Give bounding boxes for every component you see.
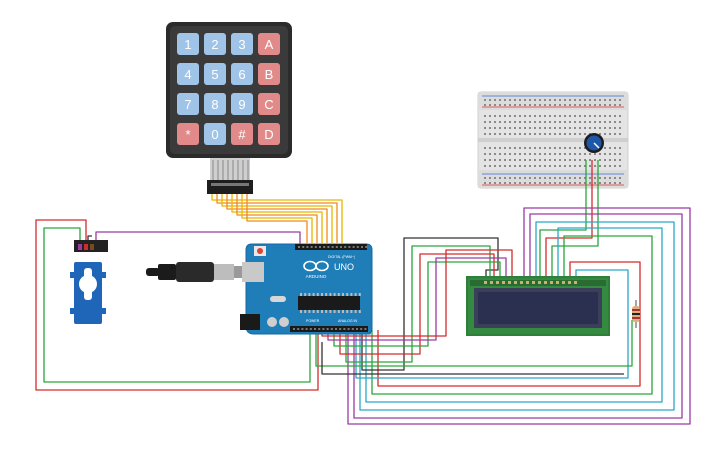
keypad-key-label: 6 bbox=[238, 67, 245, 82]
arduino-digital-label: DIGITAL (PWM~) bbox=[328, 255, 355, 259]
keypad-key[interactable]: 7 bbox=[177, 93, 199, 115]
arduino-uno[interactable]: ARDUINO UNO DIGITAL (PWM~) POWER ANALOG … bbox=[240, 243, 373, 335]
keypad-key[interactable]: 6 bbox=[231, 63, 253, 85]
arduino-analog-label: ANALOG IN bbox=[338, 319, 358, 323]
keypad-key[interactable]: # bbox=[231, 123, 253, 145]
keypad-key[interactable]: A bbox=[258, 33, 280, 55]
mini-breadboard[interactable] bbox=[477, 91, 629, 189]
keypad-key-label: # bbox=[238, 127, 246, 142]
keypad-key[interactable]: 0 bbox=[204, 123, 226, 145]
keypad-key[interactable]: D bbox=[258, 123, 280, 145]
arduino-logo-text: ARDUINO bbox=[306, 274, 327, 279]
arduino-logo: ARDUINO bbox=[303, 260, 329, 279]
arduino-power-label: POWER bbox=[306, 319, 320, 323]
keypad-key[interactable]: 3 bbox=[231, 33, 253, 55]
keypad-key[interactable]: 8 bbox=[204, 93, 226, 115]
keypad-key-label: 5 bbox=[211, 67, 218, 82]
keypad-key-label: A bbox=[265, 37, 274, 52]
keypad-key[interactable]: 2 bbox=[204, 33, 226, 55]
keypad-key[interactable]: * bbox=[177, 123, 199, 145]
keypad-key-label: 7 bbox=[184, 97, 191, 112]
keypad-key-label: 1 bbox=[184, 37, 191, 52]
keypad-key-label: 0 bbox=[211, 127, 218, 142]
keypad-key[interactable]: 9 bbox=[231, 93, 253, 115]
keypad-key-label: 2 bbox=[211, 37, 218, 52]
keypad-key-label: D bbox=[264, 127, 273, 142]
keypad-key[interactable]: 1 bbox=[177, 33, 199, 55]
lcd-16x2[interactable] bbox=[466, 276, 610, 336]
keypad-key-label: 3 bbox=[238, 37, 245, 52]
keypad-key[interactable]: B bbox=[258, 63, 280, 85]
keypad-key-label: 9 bbox=[238, 97, 245, 112]
keypad-ribbon bbox=[210, 158, 250, 180]
keypad-key[interactable]: 4 bbox=[177, 63, 199, 85]
arduino-model-text: UNO bbox=[334, 262, 354, 272]
servo-motor[interactable] bbox=[70, 240, 108, 324]
keypad-keys: 1 2 3 A 4 5 6 B 7 8 9 C * 0 # D bbox=[177, 33, 280, 145]
keypad-key-label: B bbox=[265, 67, 274, 82]
keypad[interactable]: 1 2 3 A 4 5 6 B 7 8 9 C * 0 # D bbox=[166, 22, 292, 194]
keypad-connector bbox=[207, 180, 253, 194]
keypad-key[interactable]: 5 bbox=[204, 63, 226, 85]
keypad-key-label: * bbox=[185, 127, 190, 142]
keypad-key-label: 8 bbox=[211, 97, 218, 112]
wires bbox=[35, 160, 691, 425]
keypad-key-label: 4 bbox=[184, 67, 191, 82]
resistor[interactable] bbox=[632, 300, 640, 328]
keypad-key[interactable]: C bbox=[258, 93, 280, 115]
potentiometer[interactable] bbox=[584, 133, 604, 153]
breadboard-holes bbox=[484, 99, 621, 184]
keypad-key-label: C bbox=[264, 97, 273, 112]
usb-cable[interactable] bbox=[146, 262, 250, 282]
